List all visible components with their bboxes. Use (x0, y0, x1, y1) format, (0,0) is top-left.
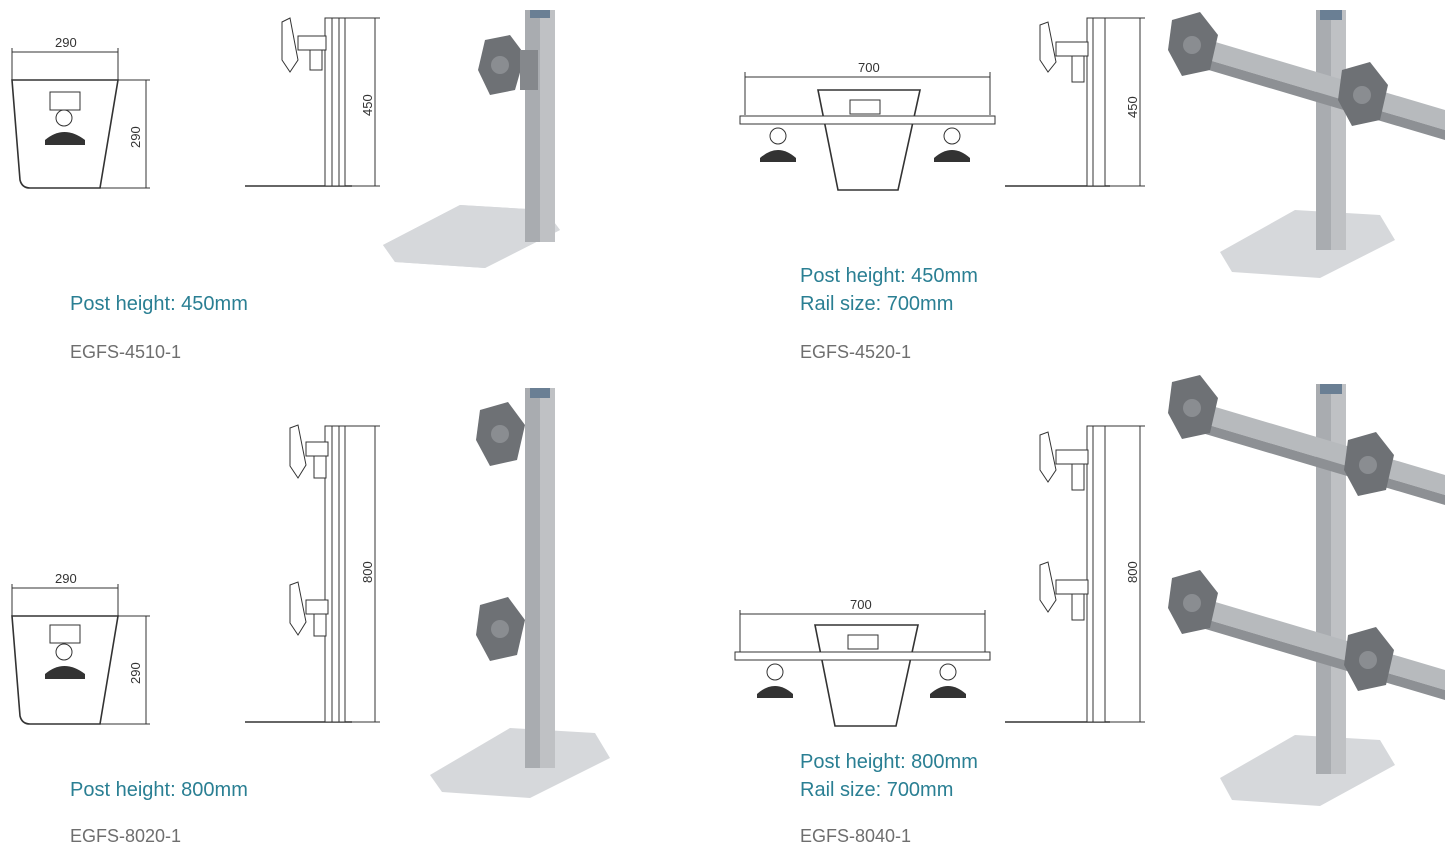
product-egfs-8040-1: 700 800 (720, 370, 1445, 846)
post-height-label: 450 (360, 94, 375, 116)
post-height-spec: Post height: 450mm (70, 293, 248, 315)
stand-render-stacked (430, 388, 610, 798)
stand-render-single (383, 10, 560, 268)
base-depth-label: 290 (128, 126, 143, 148)
top-view-drawing: 700 800 (734, 425, 1145, 727)
spec-block: Post height: 800mm Rail size: 700mm (800, 748, 978, 804)
top-view-drawing: 290 290 800 (11, 424, 380, 725)
post-height-label: 450 (1125, 96, 1140, 118)
model-number: EGFS-4520-1 (800, 342, 912, 362)
base-width-label: 290 (55, 35, 77, 50)
top-view-drawing: 290 290 450 (11, 17, 380, 189)
post-height-label: 800 (1125, 561, 1140, 583)
post-height-spec: Post height: 800mm (800, 751, 978, 773)
rail-size-label: 700 (858, 60, 880, 75)
model-number: EGFS-8040-1 (800, 826, 912, 846)
post-height-spec: Post height: 800mm (70, 779, 248, 801)
base-width-label: 290 (55, 571, 77, 586)
top-view-drawing: 700 450 (739, 17, 1145, 191)
stand-render-quad (1168, 375, 1445, 806)
product-egfs-4510-1: 290 290 450 Post height: 450mm EGFS-45 (0, 0, 560, 370)
model-number: EGFS-8020-1 (70, 826, 182, 846)
spec-block: Post height: 800mm (70, 776, 248, 804)
product-egfs-8020-1: 290 290 800 Post height: 800mm (0, 370, 610, 846)
spec-block: Post height: 450mm Rail size: 700mm (800, 262, 978, 318)
post-height-label: 800 (360, 561, 375, 583)
rail-size-label: 700 (850, 597, 872, 612)
post-height-spec: Post height: 450mm (800, 265, 978, 287)
product-egfs-4520-1: 700 450 Post height: 450mm Rail size: 70… (720, 0, 1445, 370)
stand-render-dual (1168, 10, 1445, 278)
rail-size-spec: Rail size: 700mm (800, 293, 954, 315)
model-number: EGFS-4510-1 (70, 342, 182, 362)
spec-block: Post height: 450mm (70, 290, 248, 318)
rail-size-spec: Rail size: 700mm (800, 779, 954, 801)
base-depth-label: 290 (128, 662, 143, 684)
